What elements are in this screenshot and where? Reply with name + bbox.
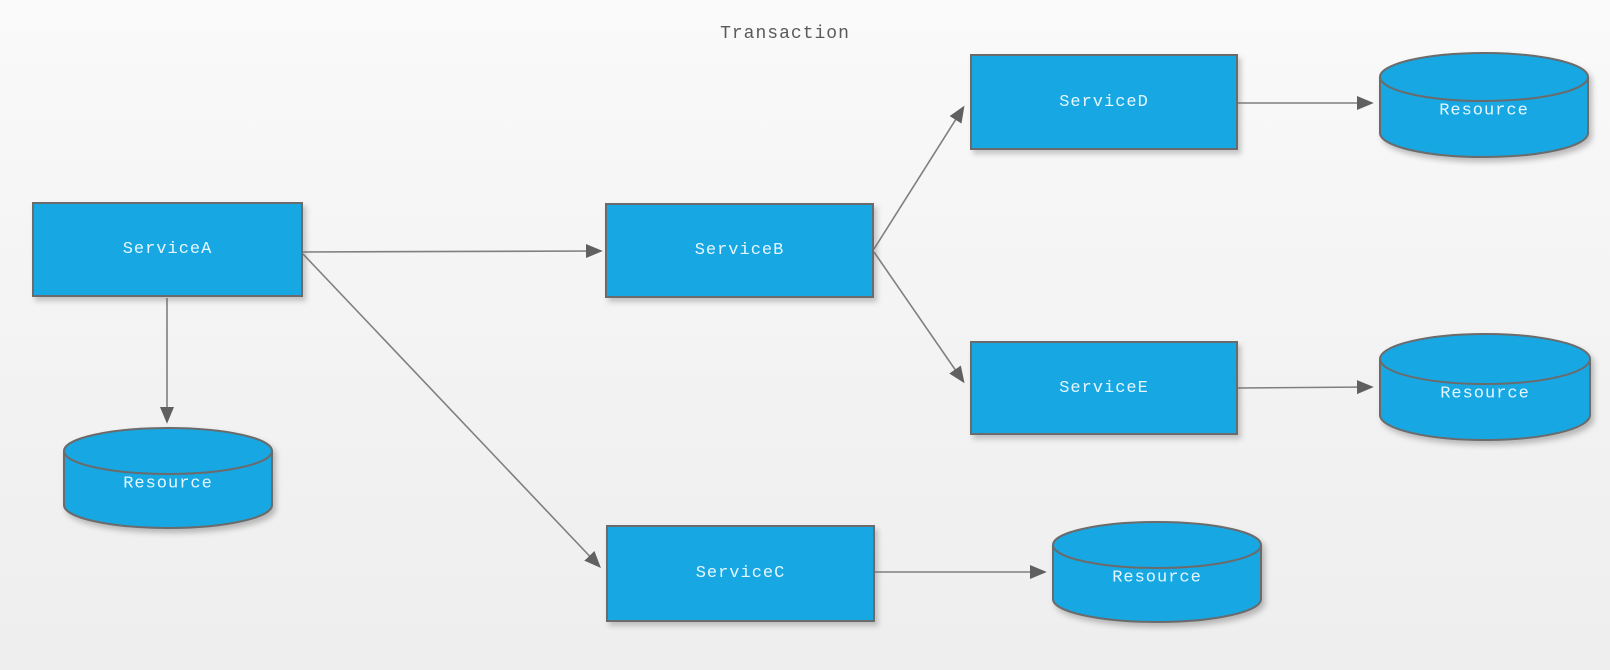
edge-service-a-to-service-b <box>302 244 603 259</box>
node-resource-a-label: Resource <box>123 474 213 494</box>
node-resource-e[interactable]: Resource <box>1378 332 1592 442</box>
edge-service-b-to-service-d <box>873 105 965 250</box>
node-service-b-label: ServiceB <box>694 241 785 260</box>
node-resource-d[interactable]: Resource <box>1378 51 1590 159</box>
node-service-a[interactable]: ServiceA <box>32 202 303 297</box>
node-service-e-label: ServiceE <box>1059 378 1149 398</box>
cylinder-icon <box>1052 521 1262 623</box>
edge-service-a-to-service-c <box>302 253 601 569</box>
node-resource-c-label: Resource <box>1112 568 1202 588</box>
node-resource-e-label: Resource <box>1440 384 1530 404</box>
node-service-c[interactable]: ServiceC <box>606 525 875 622</box>
cylinder-icon <box>63 427 273 529</box>
cylinder-icon <box>1379 333 1591 441</box>
node-resource-a[interactable]: Resource <box>62 426 274 530</box>
diagram-title: Transaction <box>720 24 850 44</box>
edge-service-e-to-resource-e <box>1237 380 1374 395</box>
node-resource-d-label: Resource <box>1439 101 1529 121</box>
node-service-b[interactable]: ServiceB <box>605 203 874 298</box>
node-resource-c[interactable]: Resource <box>1051 520 1263 624</box>
node-service-d[interactable]: ServiceD <box>970 54 1238 150</box>
node-service-e[interactable]: ServiceE <box>970 341 1238 435</box>
node-service-c-label: ServiceC <box>695 564 786 583</box>
cylinder-icon <box>1379 52 1589 158</box>
node-service-a-label: ServiceA <box>122 240 213 259</box>
node-service-d-label: ServiceD <box>1059 92 1149 112</box>
edge-service-b-to-service-e <box>873 251 965 384</box>
